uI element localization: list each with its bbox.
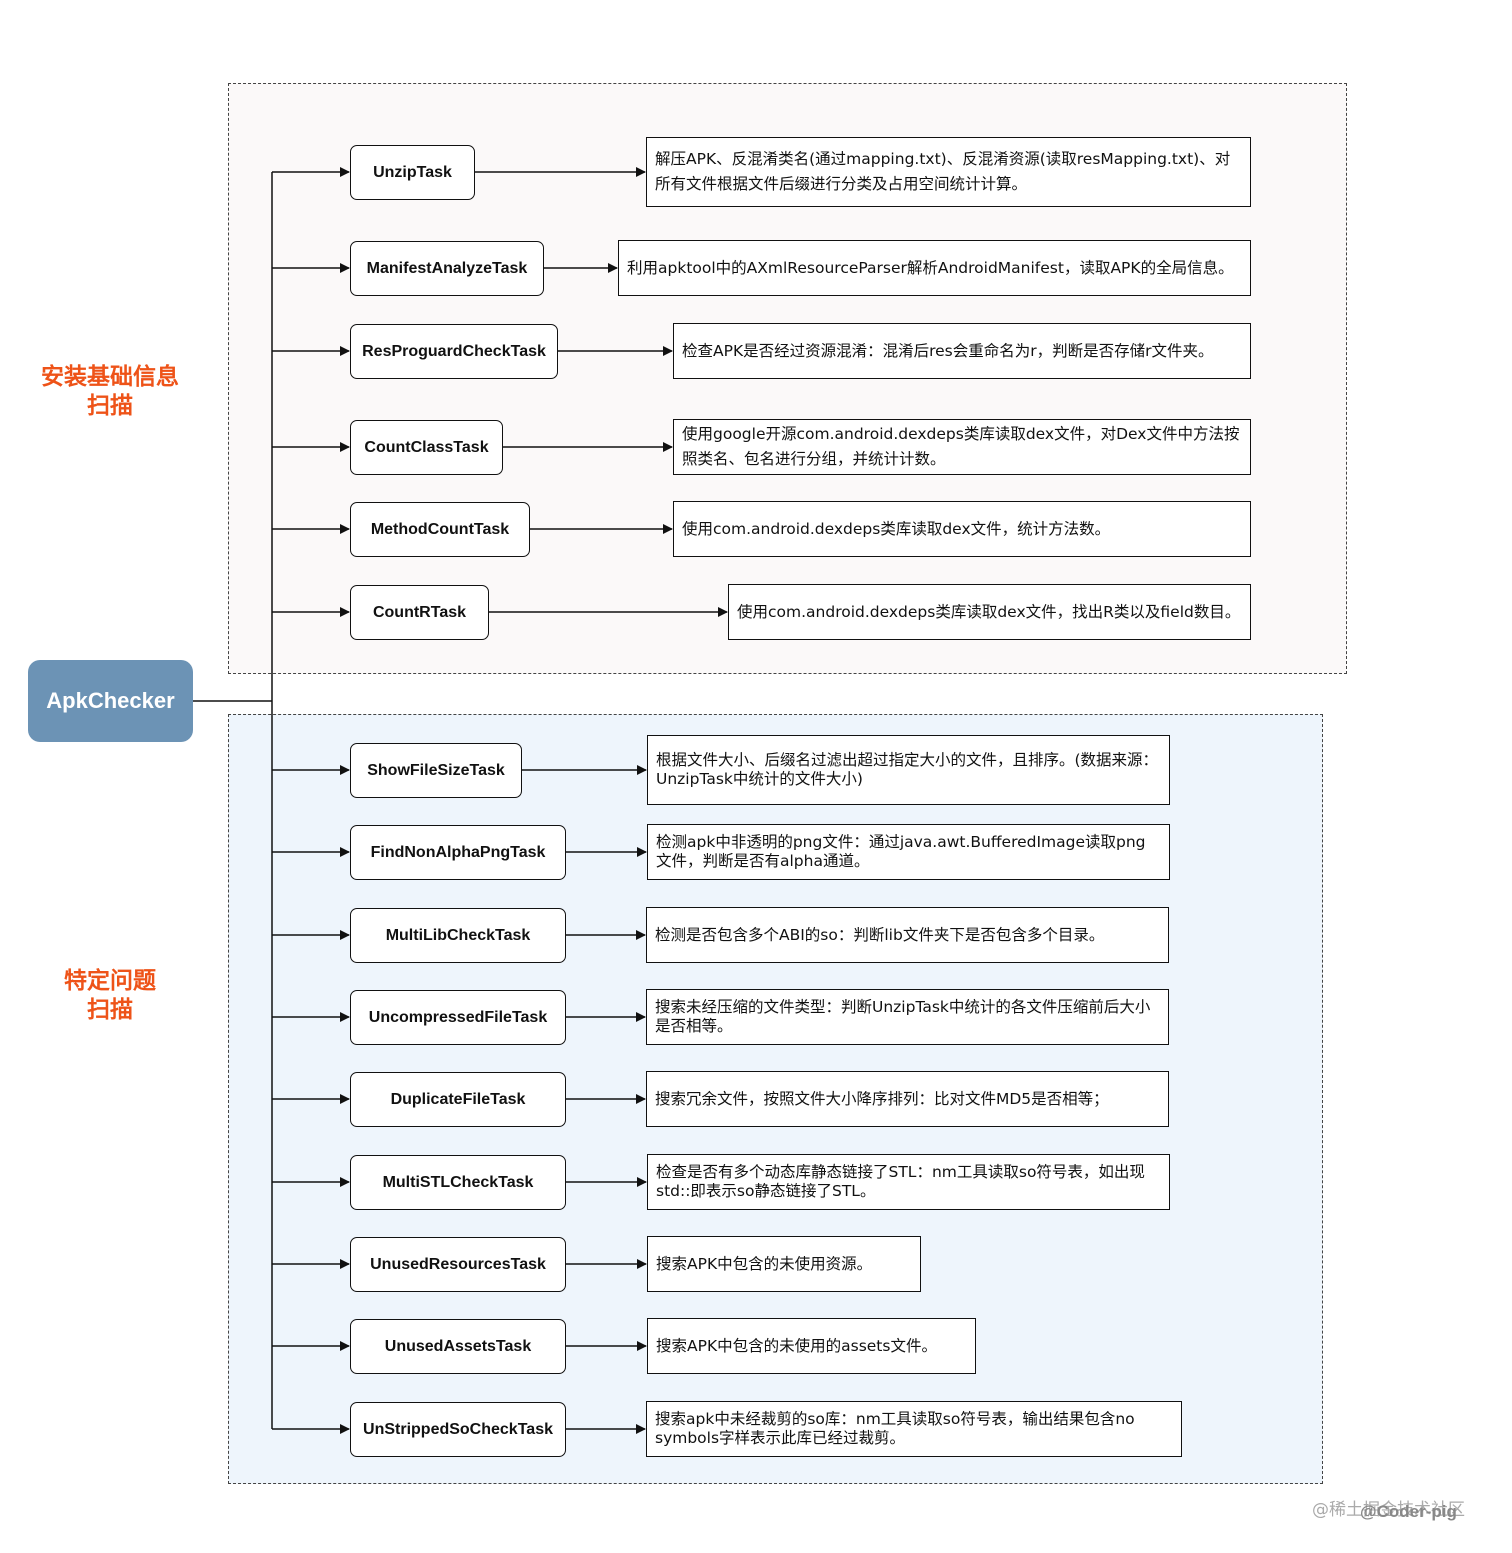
task-desc-text: 检查APK是否经过资源混淆：混淆后res会重命名为r，判断是否存储r文件夹。	[682, 341, 1214, 360]
task-desc-multi-lib-check-task: 检测是否包含多个ABI的so：判断lib文件夹下是否包含多个目录。	[646, 907, 1169, 963]
task-node-multi-lib-check-task[interactable]: MultiLibCheckTask	[350, 908, 566, 963]
task-node-multi-stlcheck-task[interactable]: MultiSTLCheckTask	[350, 1155, 566, 1210]
task-desc-text: 搜索未经压缩的文件类型：判断UnzipTask中统计的各文件压缩前后大小是否相等…	[655, 998, 1151, 1035]
task-desc-text: 搜索apk中未经裁剪的so库：nm工具读取so符号表，输出结果包含no symb…	[655, 1410, 1135, 1447]
task-desc-count-rtask: 使用com.android.dexdeps类库读取dex文件，找出R类以及fie…	[728, 584, 1251, 640]
task-desc-method-count-task: 使用com.android.dexdeps类库读取dex文件，统计方法数。	[673, 501, 1251, 557]
task-desc-text: 解压APK、反混淆类名(通过mapping.txt)、反混淆资源(读取resMa…	[655, 150, 1231, 193]
task-desc-manifest-analyze-task: 利用apktool中的AXmlResourceParser解析AndroidMa…	[618, 240, 1251, 296]
task-desc-text: 利用apktool中的AXmlResourceParser解析AndroidMa…	[627, 258, 1234, 277]
task-node-find-non-alpha-png-task[interactable]: FindNonAlphaPngTask	[350, 825, 566, 880]
watermark-author: @Coder-pig	[1360, 1502, 1457, 1521]
task-desc-multi-stlcheck-task: 检查是否有多个动态库静态链接了STL：nm工具读取so符号表，如出现std::即…	[647, 1154, 1170, 1210]
basic-info-scan-label: 安装基础信息 扫描	[10, 363, 210, 421]
task-desc-text: 检测是否包含多个ABI的so：判断lib文件夹下是否包含多个目录。	[655, 925, 1105, 944]
task-node-duplicate-file-task[interactable]: DuplicateFileTask	[350, 1072, 566, 1127]
task-desc-text: 使用google开源com.android.dexdeps类库读取dex文件，对…	[682, 425, 1240, 468]
task-desc-unused-assets-task: 搜索APK中包含的未使用的assets文件。	[647, 1318, 976, 1374]
watermark-site: @稀土掘金技术社区	[1312, 1500, 1465, 1520]
apkchecker-root-node[interactable]: ApkChecker	[28, 660, 193, 742]
task-node-un-stripped-so-check-task[interactable]: UnStrippedSoCheckTask	[350, 1402, 566, 1457]
task-desc-unused-resources-task: 搜索APK中包含的未使用资源。	[647, 1236, 921, 1292]
task-desc-show-file-size-task: 根据文件大小、后缀名过滤出超过指定大小的文件，且排序。(数据来源：UnzipTa…	[647, 735, 1170, 805]
task-desc-text: 搜索APK中包含的未使用资源。	[656, 1254, 873, 1273]
task-desc-text: 使用com.android.dexdeps类库读取dex文件，统计方法数。	[682, 519, 1111, 538]
task-node-unzip-task[interactable]: UnzipTask	[350, 145, 475, 200]
task-node-method-count-task[interactable]: MethodCountTask	[350, 502, 530, 557]
task-node-uncompressed-file-task[interactable]: UncompressedFileTask	[350, 990, 566, 1045]
task-desc-count-class-task: 使用google开源com.android.dexdeps类库读取dex文件，对…	[673, 419, 1251, 475]
task-desc-text: 搜索冗余文件，按照文件大小降序排列：比对文件MD5是否相等；	[655, 1089, 1109, 1108]
task-node-manifest-analyze-task[interactable]: ManifestAnalyzeTask	[350, 241, 544, 296]
task-desc-un-stripped-so-check-task: 搜索apk中未经裁剪的so库：nm工具读取so符号表，输出结果包含no symb…	[646, 1401, 1182, 1457]
task-desc-unzip-task: 解压APK、反混淆类名(通过mapping.txt)、反混淆资源(读取resMa…	[646, 137, 1251, 207]
specific-issue-scan-label-line1: 特定问题	[64, 968, 156, 994]
task-desc-find-non-alpha-png-task: 检测apk中非透明的png文件：通过java.awt.BufferedImage…	[647, 824, 1170, 880]
task-node-unused-resources-task[interactable]: UnusedResourcesTask	[350, 1237, 566, 1292]
task-desc-uncompressed-file-task: 搜索未经压缩的文件类型：判断UnzipTask中统计的各文件压缩前后大小是否相等…	[646, 989, 1169, 1045]
task-desc-duplicate-file-task: 搜索冗余文件，按照文件大小降序排列：比对文件MD5是否相等；	[646, 1071, 1169, 1127]
basic-info-scan-label-line2: 扫描	[87, 393, 133, 419]
task-desc-text: 使用com.android.dexdeps类库读取dex文件，找出R类以及fie…	[737, 602, 1241, 621]
task-desc-res-proguard-check-task: 检查APK是否经过资源混淆：混淆后res会重命名为r，判断是否存储r文件夹。	[673, 323, 1251, 379]
task-desc-text: 搜索APK中包含的未使用的assets文件。	[656, 1336, 937, 1355]
specific-issue-scan-label-line2: 扫描	[87, 997, 133, 1023]
specific-issue-scan-label: 特定问题 扫描	[10, 967, 210, 1025]
task-desc-text: 根据文件大小、后缀名过滤出超过指定大小的文件，且排序。(数据来源：UnzipTa…	[656, 751, 1159, 788]
task-node-res-proguard-check-task[interactable]: ResProguardCheckTask	[350, 324, 558, 379]
task-node-show-file-size-task[interactable]: ShowFileSizeTask	[350, 743, 522, 798]
task-node-count-class-task[interactable]: CountClassTask	[350, 420, 503, 475]
task-node-count-rtask[interactable]: CountRTask	[350, 585, 489, 640]
task-node-unused-assets-task[interactable]: UnusedAssetsTask	[350, 1319, 566, 1374]
basic-info-scan-label-line1: 安装基础信息	[41, 364, 179, 390]
task-desc-text: 检查是否有多个动态库静态链接了STL：nm工具读取so符号表，如出现std::即…	[656, 1163, 1145, 1200]
task-desc-text: 检测apk中非透明的png文件：通过java.awt.BufferedImage…	[656, 833, 1146, 870]
